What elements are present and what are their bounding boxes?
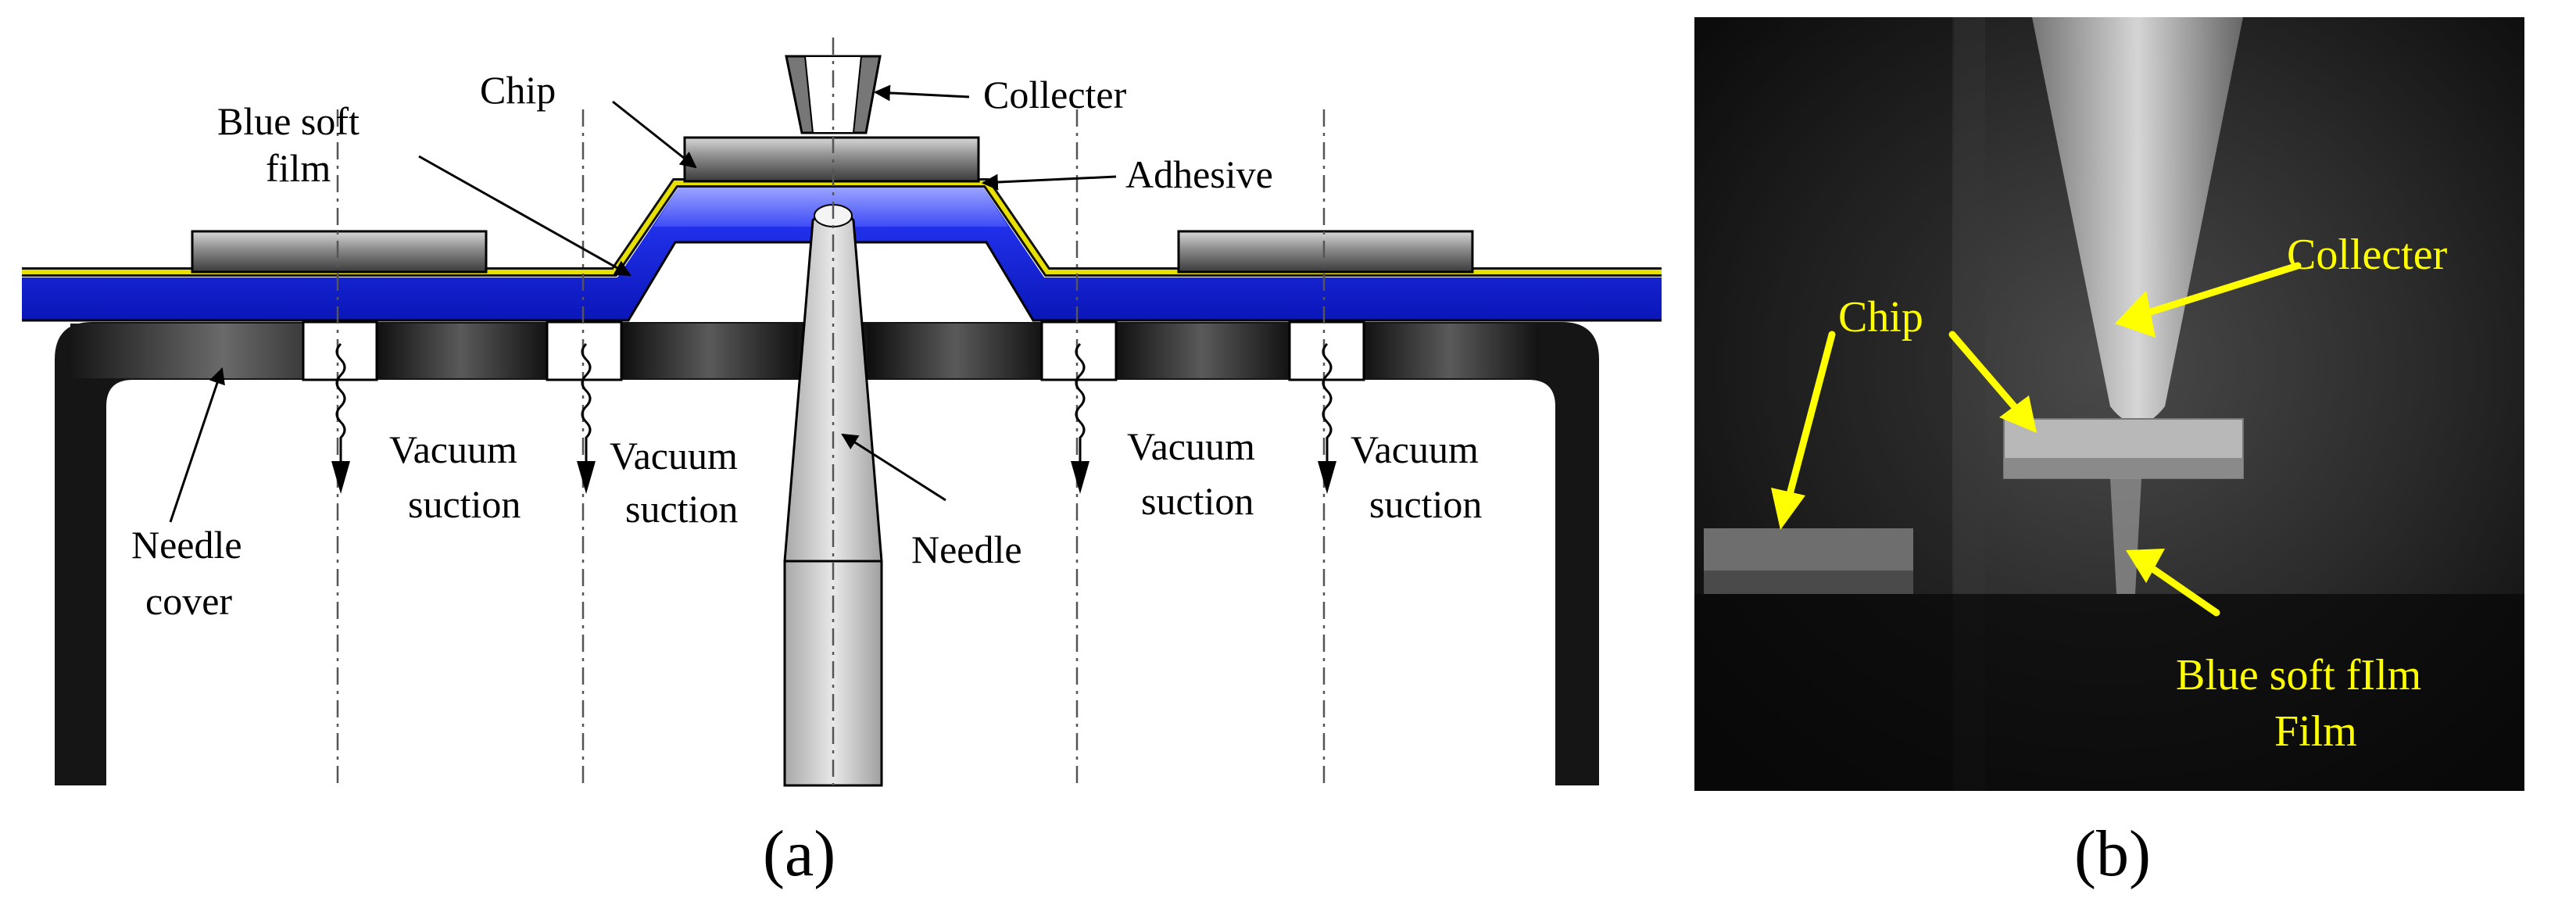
leader-blue-soft-film: [418, 155, 631, 277]
label-suction-1: suction: [408, 482, 521, 526]
photo-film: [2110, 478, 2141, 594]
arrowhead-collecter: [2115, 291, 2156, 338]
centerlines: [336, 38, 1326, 785]
arrow-head: [1071, 461, 1089, 494]
label-needle-cover-2: cover: [145, 579, 232, 623]
leader-chip: [612, 100, 697, 169]
vacuum-hole: [546, 320, 623, 381]
photo-label-film-2: Film: [2274, 707, 2357, 756]
cover-segment: [868, 324, 1043, 378]
panel-b: Collecter Chip Blue soft fIlm Film (b): [1694, 17, 2524, 890]
vacuum-hole: [1040, 320, 1118, 381]
label-needle-cover-1: Needle: [131, 523, 242, 567]
arrowhead-chip-left: [1771, 488, 1805, 530]
label-vacuum-2: Vacuum: [610, 434, 738, 478]
arrow-chip: [1948, 331, 2023, 417]
cover-segment: [375, 324, 547, 378]
chip-center: [683, 136, 980, 183]
label-needle: Needle: [911, 528, 1022, 571]
label-suction-4: suction: [1369, 482, 1482, 526]
caption-a: (a): [763, 817, 835, 890]
photo-label-chip: Chip: [1838, 293, 1923, 342]
panel-a: Chip Collecter Blue soft film Adhesive N…: [22, 38, 1662, 890]
arrow-head: [577, 461, 596, 494]
blue-soft-film: [22, 188, 1662, 320]
arrow-head: [331, 461, 350, 494]
arrowhead-film: [2126, 549, 2165, 583]
leader-needle: [841, 433, 946, 502]
vacuum-hole: [1288, 320, 1365, 381]
label-vacuum-3: Vacuum: [1127, 424, 1255, 468]
leader-collecter: [873, 84, 970, 102]
label-collecter: Collecter: [983, 73, 1127, 116]
label-adhesive: Adhesive: [1125, 152, 1273, 196]
label-suction-2: suction: [625, 487, 738, 531]
arrow-collecter: [2134, 262, 2302, 320]
photo-label-collecter: Collecter: [2287, 231, 2448, 279]
vacuum-hole: [302, 320, 378, 381]
chip-left: [191, 230, 488, 274]
cover-segment: [70, 324, 305, 378]
label-blue-soft-film-1: Blue soft: [217, 99, 360, 143]
arrow-film: [2142, 560, 2220, 617]
caption-b: (b): [2074, 817, 2151, 890]
cover-segment: [621, 324, 797, 378]
cover-segment: [1114, 324, 1290, 378]
label-blue-soft-film-2: film: [266, 146, 331, 190]
label-chip: Chip: [480, 68, 556, 112]
label-vacuum-1: Vacuum: [389, 427, 517, 471]
chip-right: [1177, 230, 1474, 274]
label-suction-3: suction: [1141, 479, 1254, 523]
leader-adhesive: [981, 173, 1117, 191]
leader-needle-cover: [169, 367, 225, 523]
arrow-head: [1318, 461, 1336, 494]
arrow-chip-left: [1784, 331, 1836, 504]
photo-label-film-1: Blue soft fIlm: [2176, 651, 2421, 699]
arrowhead-chip: [1999, 395, 2037, 433]
adhesive-layer-yellow: [22, 181, 1662, 274]
vacuum-arrows: [335, 342, 1333, 463]
photo-collecter: [2032, 17, 2243, 424]
cover-segment: [1360, 324, 1540, 378]
label-vacuum-4: Vacuum: [1351, 427, 1479, 471]
